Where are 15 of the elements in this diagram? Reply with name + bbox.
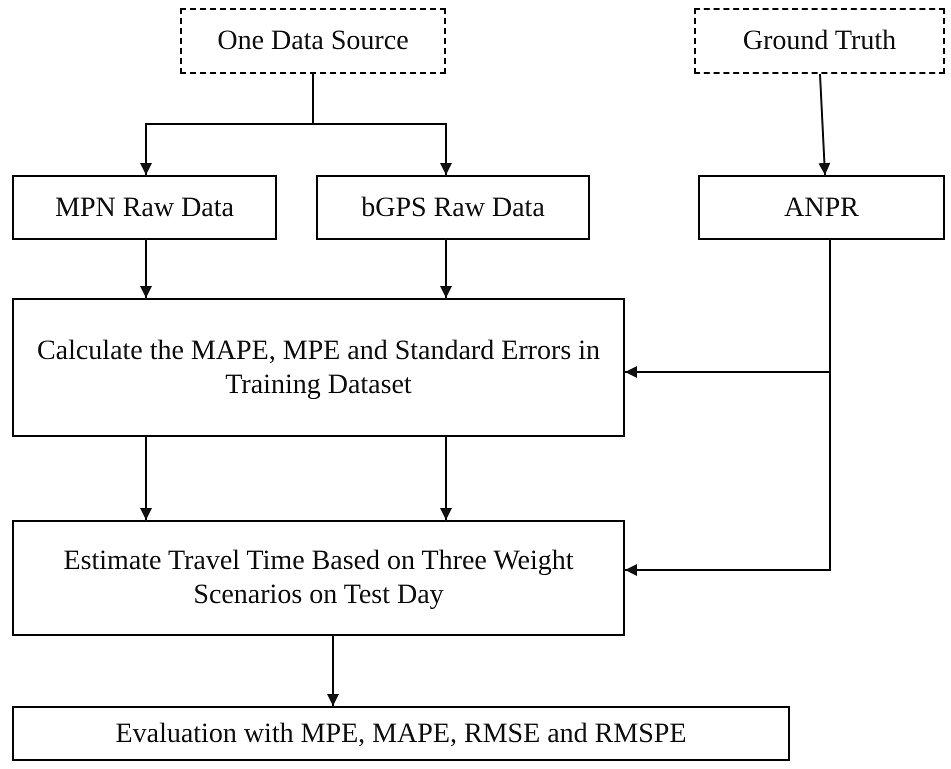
arrow (327, 636, 339, 706)
arrow (818, 74, 830, 176)
arrow (440, 437, 452, 520)
source-box: Ground Truth (694, 8, 945, 74)
arrow (140, 240, 152, 298)
process-box: MPN Raw Data (12, 175, 277, 240)
arrow (440, 240, 452, 298)
source-box: One Data Source (180, 8, 446, 74)
arrow (312, 74, 452, 175)
arrow (140, 437, 152, 520)
process-box: ANPR (698, 175, 945, 240)
process-box: Calculate the MAPE, MPE and Standard Errors in Training Dataset (12, 298, 625, 437)
process-box: bGPS Raw Data (316, 175, 590, 240)
process-box: Evaluation with MPE, MAPE, RMSE and RMSPE (12, 706, 790, 761)
process-box: Estimate Travel Time Based on Three Weight Scenarios on Test Day (12, 520, 625, 636)
